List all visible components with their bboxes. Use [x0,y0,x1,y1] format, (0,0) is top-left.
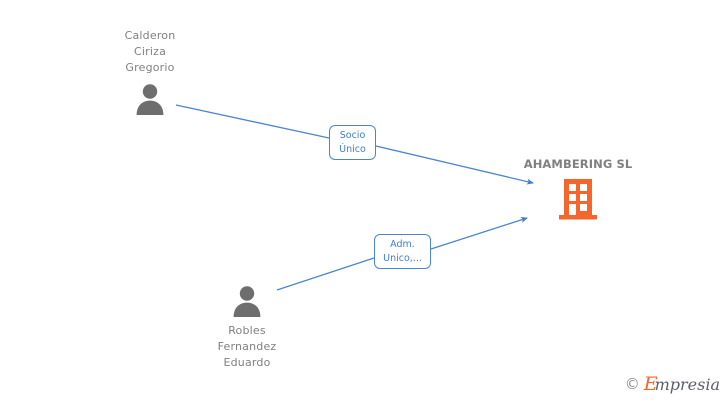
person-icon [233,286,261,317]
person-name-robles: Robles Fernandez Eduardo [217,324,277,369]
copyright-icon: © [624,375,640,393]
watermark-empresia: © Empresia [625,375,720,394]
edge-label-to-company-adm [430,216,528,250]
person-node-calderon[interactable]: Calderon Ciriza Gregorio [80,28,220,116]
company-name: AHAMBERING SL [523,157,633,171]
relation-label-adm-unico[interactable]: Adm. Unico,... [374,234,431,269]
brand-rest: mpresia [654,375,720,394]
person-node-robles[interactable]: Robles Fernandez Eduardo [177,284,317,371]
edge-label-to-company-socio [375,145,534,185]
person-name-calderon: Calderon Ciriza Gregorio [124,29,176,74]
brand-initial: E [643,373,658,395]
edge-robles-to-label [276,257,375,291]
relation-label-socio-unico[interactable]: Socio Único [329,125,376,160]
company-node-ahambering[interactable]: AHAMBERING SL [498,157,658,221]
building-icon [559,179,597,220]
edge-calderon-to-label [175,104,330,139]
person-icon [136,84,164,115]
brand-wordmark: Empresia [644,375,720,394]
